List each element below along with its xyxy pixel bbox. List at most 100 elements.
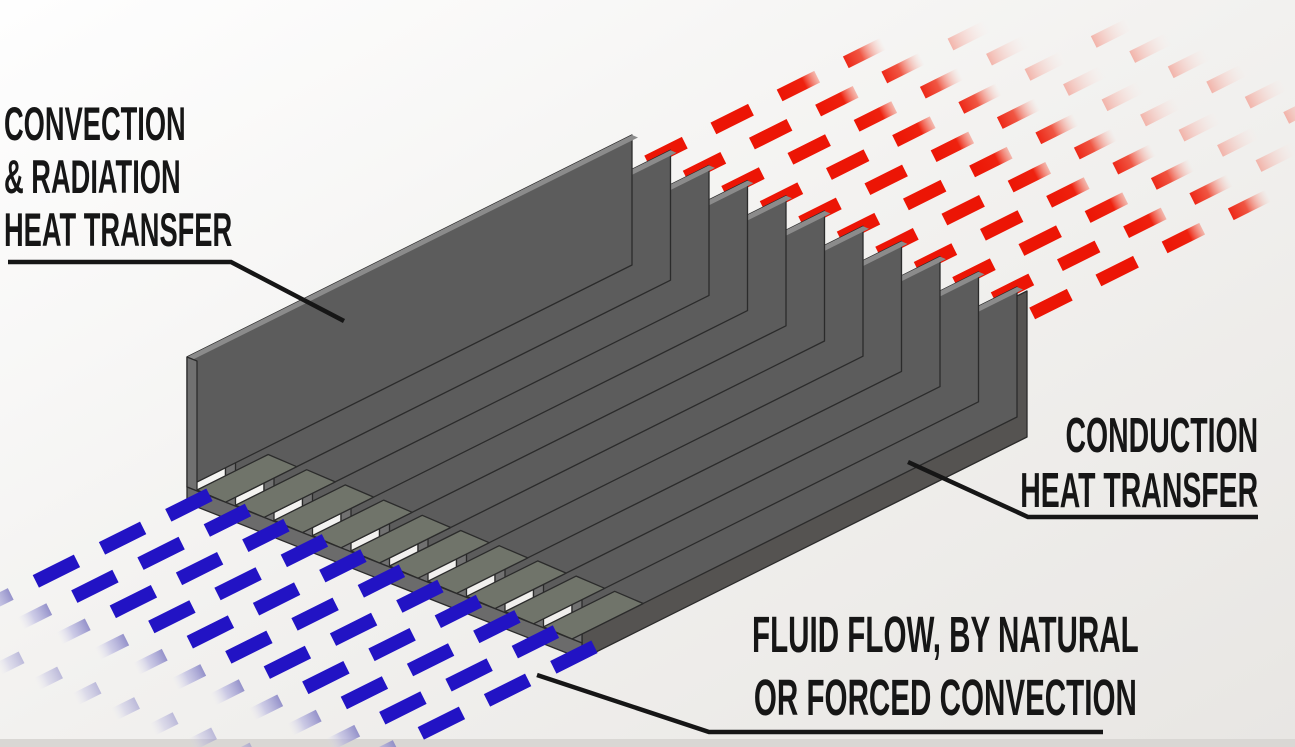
hot-air-dash xyxy=(1244,78,1289,109)
hot-air-dash xyxy=(787,134,831,165)
cool-air-dash xyxy=(445,658,493,692)
hot-air-dash xyxy=(1129,32,1173,63)
hot-air-dash xyxy=(1073,128,1118,160)
cool-air-dash xyxy=(214,567,262,601)
hot-air-dash xyxy=(941,195,985,226)
hot-air-dash xyxy=(1161,222,1206,254)
cool-air-dash xyxy=(137,536,185,570)
hot-air-dash xyxy=(776,70,821,102)
cool-air-dash xyxy=(319,549,367,583)
label-line: CONVECTION xyxy=(4,97,186,150)
cool-air-dash xyxy=(417,706,466,740)
cool-air-dash-faded xyxy=(248,694,284,721)
cool-air-dash-faded xyxy=(287,709,322,736)
hot-air-dash xyxy=(958,83,1002,114)
cool-air-dash xyxy=(242,518,290,552)
hot-air-dash xyxy=(864,164,908,196)
cool-air-dash xyxy=(368,627,416,662)
cool-air-dash xyxy=(186,615,235,649)
cool-air-dash-faded xyxy=(187,727,217,747)
cool-air-dash xyxy=(175,551,224,586)
hot-air-dash xyxy=(1024,50,1068,81)
hot-air-dash xyxy=(979,210,1024,241)
hot-air-dash xyxy=(947,19,991,51)
cool-air-dash xyxy=(302,660,350,695)
cool-air-dash xyxy=(291,597,339,631)
cool-air-dash-faded xyxy=(133,648,168,675)
cool-air-dash xyxy=(71,569,119,603)
hot-air-dash xyxy=(1101,80,1145,112)
label-line: HEAT TRANSFER xyxy=(1020,464,1258,518)
hot-air-dash xyxy=(1018,225,1062,256)
hot-air-dash xyxy=(892,116,936,147)
cool-air-dash xyxy=(340,676,389,710)
cool-air-dash-faded xyxy=(149,712,179,736)
cool-air-dash xyxy=(483,673,532,707)
leader-fluid-flow xyxy=(536,672,1103,735)
fin-top-edge xyxy=(187,135,638,360)
label-conduction: CONDUCTION HEAT TRANSFER xyxy=(848,412,1258,522)
cool-air-dash xyxy=(109,584,158,619)
cool-air-flow xyxy=(0,488,598,747)
hot-air-dash xyxy=(1056,240,1101,272)
hot-air-dash xyxy=(930,131,975,163)
hot-air-dash xyxy=(842,37,887,69)
hot-air-dash xyxy=(1206,62,1250,94)
label-line: FLUID FLOW, BY NATURAL xyxy=(752,606,1139,663)
fin-front-face xyxy=(186,356,198,492)
hot-air-dash xyxy=(1063,65,1107,96)
cool-air-dash xyxy=(203,503,252,537)
cool-air-dash-faded xyxy=(56,618,91,645)
hot-air-dash xyxy=(1217,126,1261,157)
leader-convection-radiation xyxy=(8,259,346,323)
heatsink xyxy=(186,134,1028,660)
hot-air-dash xyxy=(825,149,870,180)
cool-air-dash-faded xyxy=(0,588,14,615)
hot-air-dash xyxy=(1178,111,1222,142)
cool-air-dash xyxy=(396,579,444,613)
cool-air-dash xyxy=(379,691,427,725)
cool-air-dash xyxy=(148,600,196,634)
cool-air-dash xyxy=(280,534,329,568)
hot-air-dash xyxy=(1029,288,1073,320)
hot-air-dash xyxy=(986,35,1030,66)
hot-air-dash xyxy=(1112,144,1156,175)
label-line: CONDUCTION xyxy=(1065,409,1258,463)
label-line: & RADIATION xyxy=(4,150,181,203)
label-line: OR FORCED CONVECTION xyxy=(753,669,1137,726)
cool-air-dash xyxy=(32,554,81,588)
cool-air-dash xyxy=(511,625,560,659)
hot-air-dash xyxy=(1140,95,1184,127)
hot-air-dash xyxy=(1007,162,1052,193)
cool-air-dash xyxy=(263,645,312,679)
hot-air-dash xyxy=(881,52,925,84)
cool-air-dash-faded xyxy=(94,633,130,660)
cool-air-dash xyxy=(225,630,273,664)
hot-air-dash xyxy=(1255,141,1295,172)
hot-air-dash xyxy=(710,103,754,135)
cool-air-dash xyxy=(329,612,378,646)
hot-air-dash xyxy=(1167,47,1212,79)
cool-air-dash xyxy=(252,582,301,616)
cool-air-dash-faded xyxy=(33,666,63,690)
hot-air-dash xyxy=(1123,207,1167,239)
cool-air-dash xyxy=(550,640,598,674)
cool-air-dash-faded xyxy=(325,724,361,747)
cool-air-dash-faded xyxy=(17,603,53,630)
cool-air-dash xyxy=(473,610,521,644)
bottom-edge-band xyxy=(0,739,1295,747)
label-line: HEAT TRANSFER xyxy=(4,203,233,256)
hot-air-dash xyxy=(1227,189,1272,221)
cool-air-dash-faded xyxy=(110,697,140,721)
hot-air-dash xyxy=(1189,174,1233,205)
hot-air-dash xyxy=(919,68,964,99)
cool-air-dash xyxy=(98,521,147,555)
hot-air-dash xyxy=(1090,17,1135,48)
cool-air-dash-faded xyxy=(72,681,102,706)
hot-air-dash xyxy=(1095,255,1139,287)
hot-air-dash xyxy=(902,179,947,211)
hot-air-dash xyxy=(1150,159,1195,190)
label-convection-radiation: CONVECTION & RADIATION HEAT TRANSFER xyxy=(4,100,397,259)
